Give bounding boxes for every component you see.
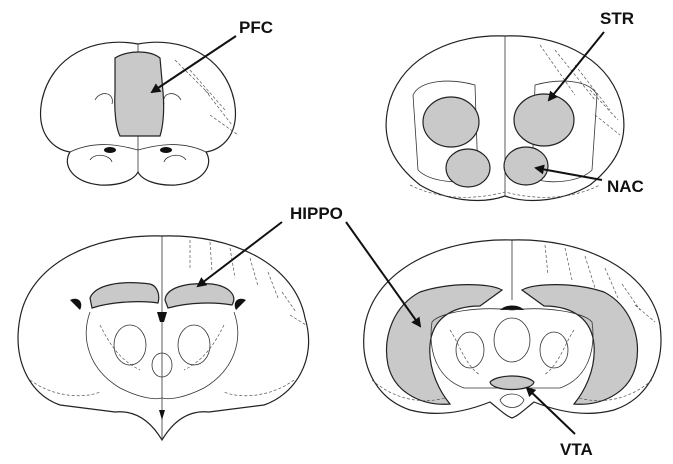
str-left-region <box>423 97 479 147</box>
section-hippo <box>18 236 309 440</box>
str-label: STR <box>600 9 634 28</box>
nac-region <box>504 147 548 185</box>
pfc-label: PFC <box>239 18 273 37</box>
str-region <box>514 94 574 146</box>
section-pfc <box>41 42 238 185</box>
nac-left-region <box>446 149 490 187</box>
pfc-region <box>115 52 164 136</box>
vta-label: VTA <box>560 440 593 459</box>
vta-region <box>490 376 534 390</box>
hippo-label: HIPPO <box>290 204 343 223</box>
section-hippo-vta <box>364 240 661 418</box>
section-str-nac <box>386 36 624 201</box>
nac-label: NAC <box>607 177 644 196</box>
